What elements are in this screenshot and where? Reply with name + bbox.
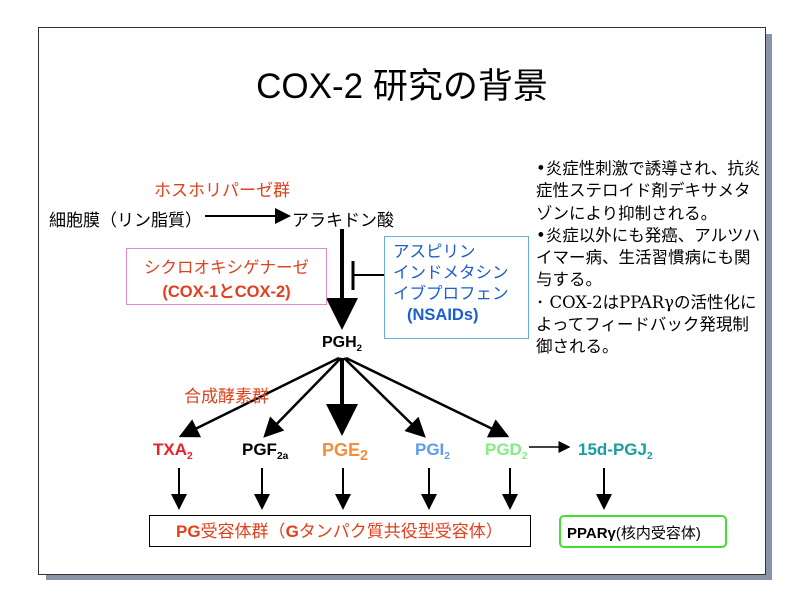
fan-arrows: [178, 356, 510, 438]
15d-pgj2-label: 15d-PGJ2: [578, 440, 653, 462]
bullet-item: •炎症性刺激で誘導され、抗炎症性ステロイド剤デキサメタゾンにより抑制される。: [536, 159, 761, 223]
bullet-item: ･ COX-2はPPARγの活性化によってフィードバック発現制御される。: [536, 292, 757, 357]
cox-isoforms-label: (COX-1とCOX-2): [162, 283, 291, 301]
txa2-label: TXA2: [153, 440, 193, 462]
arachidonic-acid-label: アラキドン酸: [292, 211, 394, 230]
bullet-item: •炎症以外にも発癌、アルツハイマー病、生活習慣病にも関与する。: [536, 225, 761, 290]
slide: COX-2 研究の背景 ホスホリパーゼ群 細胞膜（リン脂質） アラキドン酸 シク…: [38, 27, 766, 575]
ppar-gamma-box: PPARγ(核内受容体): [559, 515, 727, 548]
slide-title: COX-2 研究の背景: [256, 67, 548, 106]
pgf2a-label: PGF2a: [242, 440, 289, 462]
pge2-label: PGE2: [322, 440, 369, 464]
receptor-arrows: [171, 468, 612, 510]
phospholipase-label: ホスホリパーゼ群: [154, 181, 290, 200]
synthases-label: 合成酵素群: [184, 387, 269, 406]
bullet-list: •炎症性刺激で誘導され、抗炎症性ステロイド剤デキサメタゾンにより抑制される。 •…: [536, 158, 761, 359]
pgi2-label: PGI2: [415, 440, 450, 462]
cyclooxygenase-box: シクロオキシゲナーゼ (COX-1とCOX-2): [126, 248, 327, 305]
pgh2-label: PGH2: [322, 334, 363, 354]
cox-label: シクロオキシゲナーゼ: [144, 259, 309, 277]
nsaids-label: (NSAIDs): [407, 306, 479, 324]
cell-membrane-label: 細胞膜（リン脂質）: [49, 211, 202, 230]
pathway-arrows: [171, 208, 612, 510]
indomethacin-label: インドメタシン: [393, 264, 509, 282]
pg-receptor-box: PG受容体群（Gタンパク質共役型受容体）: [149, 515, 531, 547]
ibuprofen-label: イブプロフェン: [393, 285, 509, 303]
nsaids-box: アスピリン インドメタシン イブプロフェン (NSAIDs): [384, 236, 529, 339]
aspirin-label: アスピリン: [393, 243, 476, 261]
pgd2-label: PGD2: [485, 440, 528, 462]
